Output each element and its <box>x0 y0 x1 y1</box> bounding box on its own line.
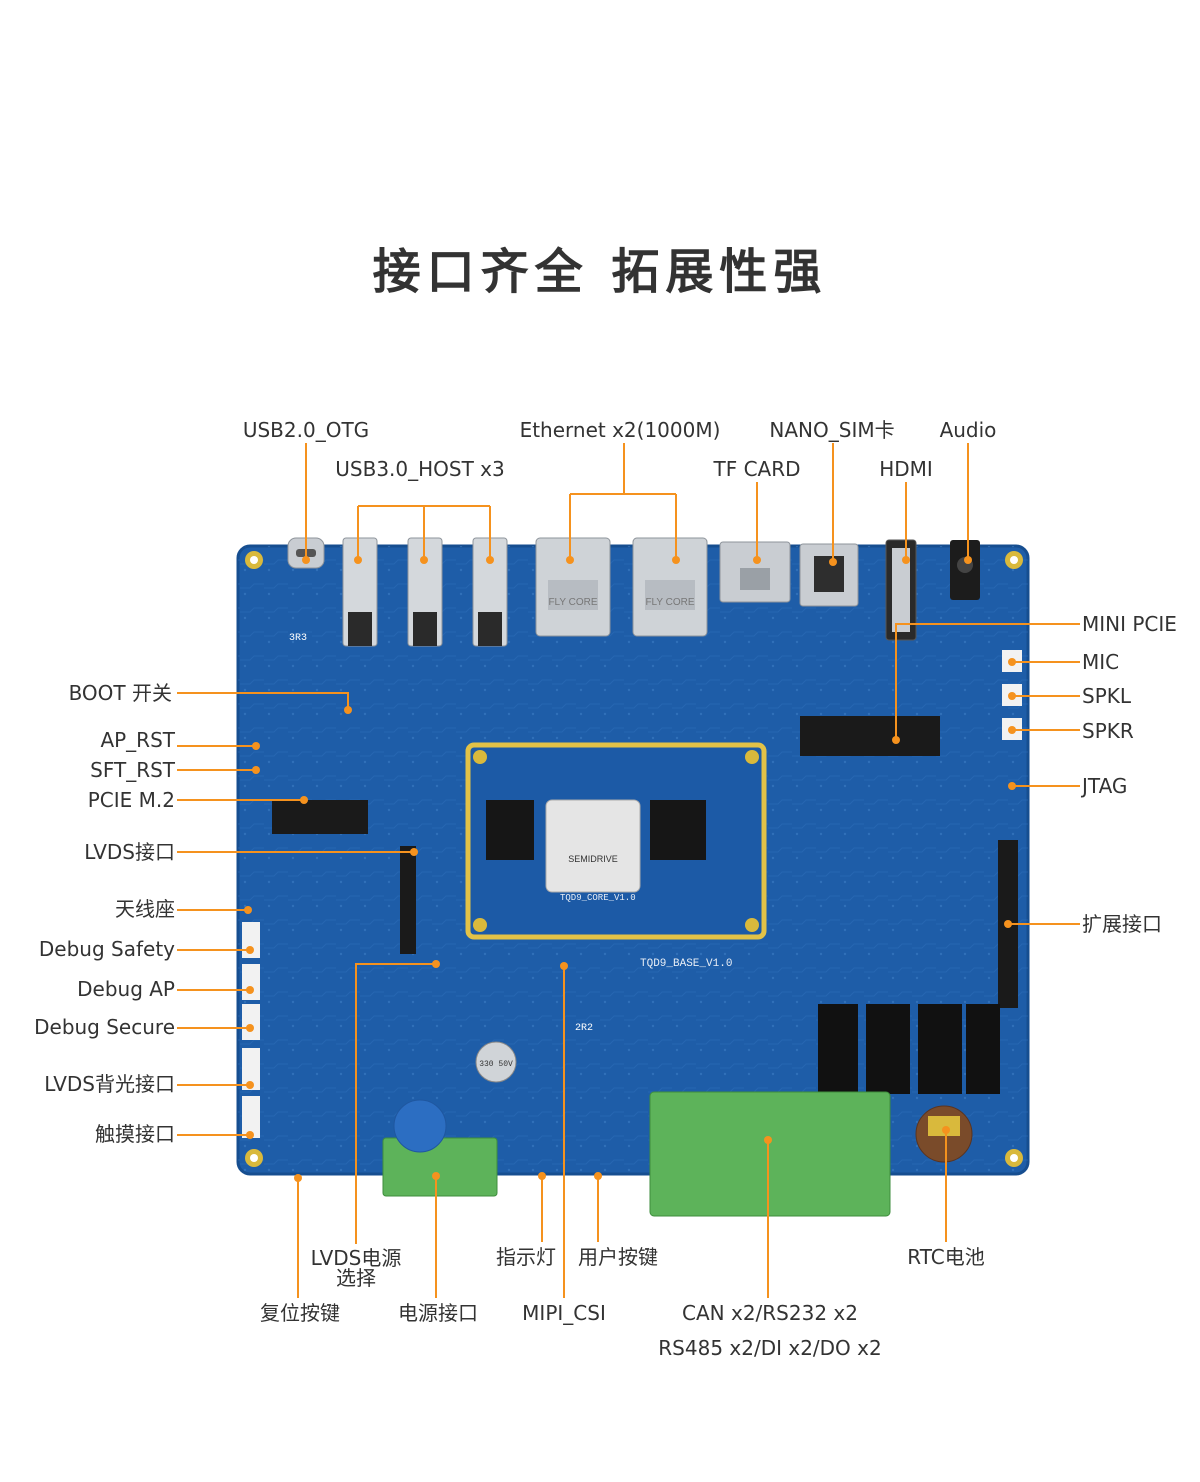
label-lvds: LVDS接口 <box>84 840 175 864</box>
audio-jack <box>950 540 980 600</box>
label-reset-key: 复位按键 <box>260 1301 340 1325</box>
label-ap-rst: AP_RST <box>100 728 175 752</box>
label-debug-secure: Debug Secure <box>34 1015 175 1039</box>
label-jtag: JTAG <box>1082 774 1128 798</box>
label-boot: BOOT 开关 <box>68 681 172 705</box>
label-indicator: 指示灯 <box>496 1245 556 1269</box>
capacitor-silk: 330 50V <box>479 1060 513 1069</box>
label-spkr: SPKR <box>1082 719 1134 743</box>
label-audio: Audio <box>939 418 997 442</box>
hdmi-port <box>885 539 917 641</box>
label-debug-safety: Debug Safety <box>38 937 175 961</box>
relays <box>818 1004 1000 1094</box>
inductor-silk: 3R3 <box>289 633 307 644</box>
label-can-2: RS485 x2/DI x2/DO x2 <box>658 1336 882 1360</box>
label-mipi-csi: MIPI_CSI <box>522 1301 606 1325</box>
label-touch: 触摸接口 <box>95 1122 175 1146</box>
connector-print-2: FLY CORE <box>645 597 694 608</box>
leader-dots <box>244 556 1016 1182</box>
page-title: 接口齐全 拓展性强 <box>372 244 828 300</box>
left-white-connectors <box>242 922 260 1138</box>
label-ethernet: Ethernet x2(1000M) <box>519 418 721 442</box>
label-user-key: 用户按键 <box>578 1245 658 1269</box>
label-power-port: 电源接口 <box>398 1301 478 1325</box>
label-usb-otg: USB2.0_OTG <box>242 418 370 442</box>
label-lvds-power-2: 选择 <box>336 1266 376 1290</box>
rtc-battery <box>915 1105 973 1163</box>
leader-lines <box>177 443 1080 1298</box>
label-mini-pcie: MINI PCIE <box>1082 612 1177 636</box>
varistor <box>393 1099 447 1153</box>
label-sft-rst: SFT_RST <box>90 758 175 782</box>
label-antenna: 天线座 <box>115 897 175 921</box>
label-nano-sim: NANO_SIM卡 <box>769 418 895 442</box>
label-tf-card: TF CARD <box>713 457 801 481</box>
label-rtc: RTC电池 <box>907 1245 985 1269</box>
inductor2-silk: 2R2 <box>575 1023 593 1034</box>
label-debug-ap: Debug AP <box>77 977 175 1001</box>
soc-brand: SEMIDRIVE <box>568 854 618 864</box>
mini-pcie-slot <box>800 716 940 756</box>
green-terminal-block <box>649 1091 891 1217</box>
label-lvds-power-1: LVDS电源 <box>310 1246 402 1270</box>
label-hdmi: HDMI <box>879 457 933 481</box>
tf-card-slot <box>719 541 791 603</box>
connector-print-1: FLY CORE <box>548 597 597 608</box>
label-lvds-backlight: LVDS背光接口 <box>44 1072 175 1096</box>
core-module <box>465 742 767 940</box>
capacitor <box>475 1041 517 1083</box>
usb-host-ports <box>342 537 508 647</box>
label-pcie-m2: PCIE M.2 <box>87 788 175 812</box>
pcie-m2-slot <box>272 800 368 834</box>
label-spkl: SPKL <box>1082 684 1132 708</box>
label-usb-host: USB3.0_HOST x3 <box>335 457 505 481</box>
power-terminal <box>382 1137 498 1197</box>
label-expansion: 扩展接口 <box>1082 912 1162 936</box>
core-module-silk: TQD9_CORE_V1.0 <box>560 893 636 903</box>
label-can-1: CAN x2/RS232 x2 <box>682 1301 858 1325</box>
lvds-header <box>400 846 416 954</box>
sim-slot <box>799 543 859 607</box>
ethernet-ports <box>535 537 708 637</box>
base-board-silk: TQD9_BASE_V1.0 <box>640 958 732 970</box>
label-mic: MIC <box>1082 650 1120 674</box>
